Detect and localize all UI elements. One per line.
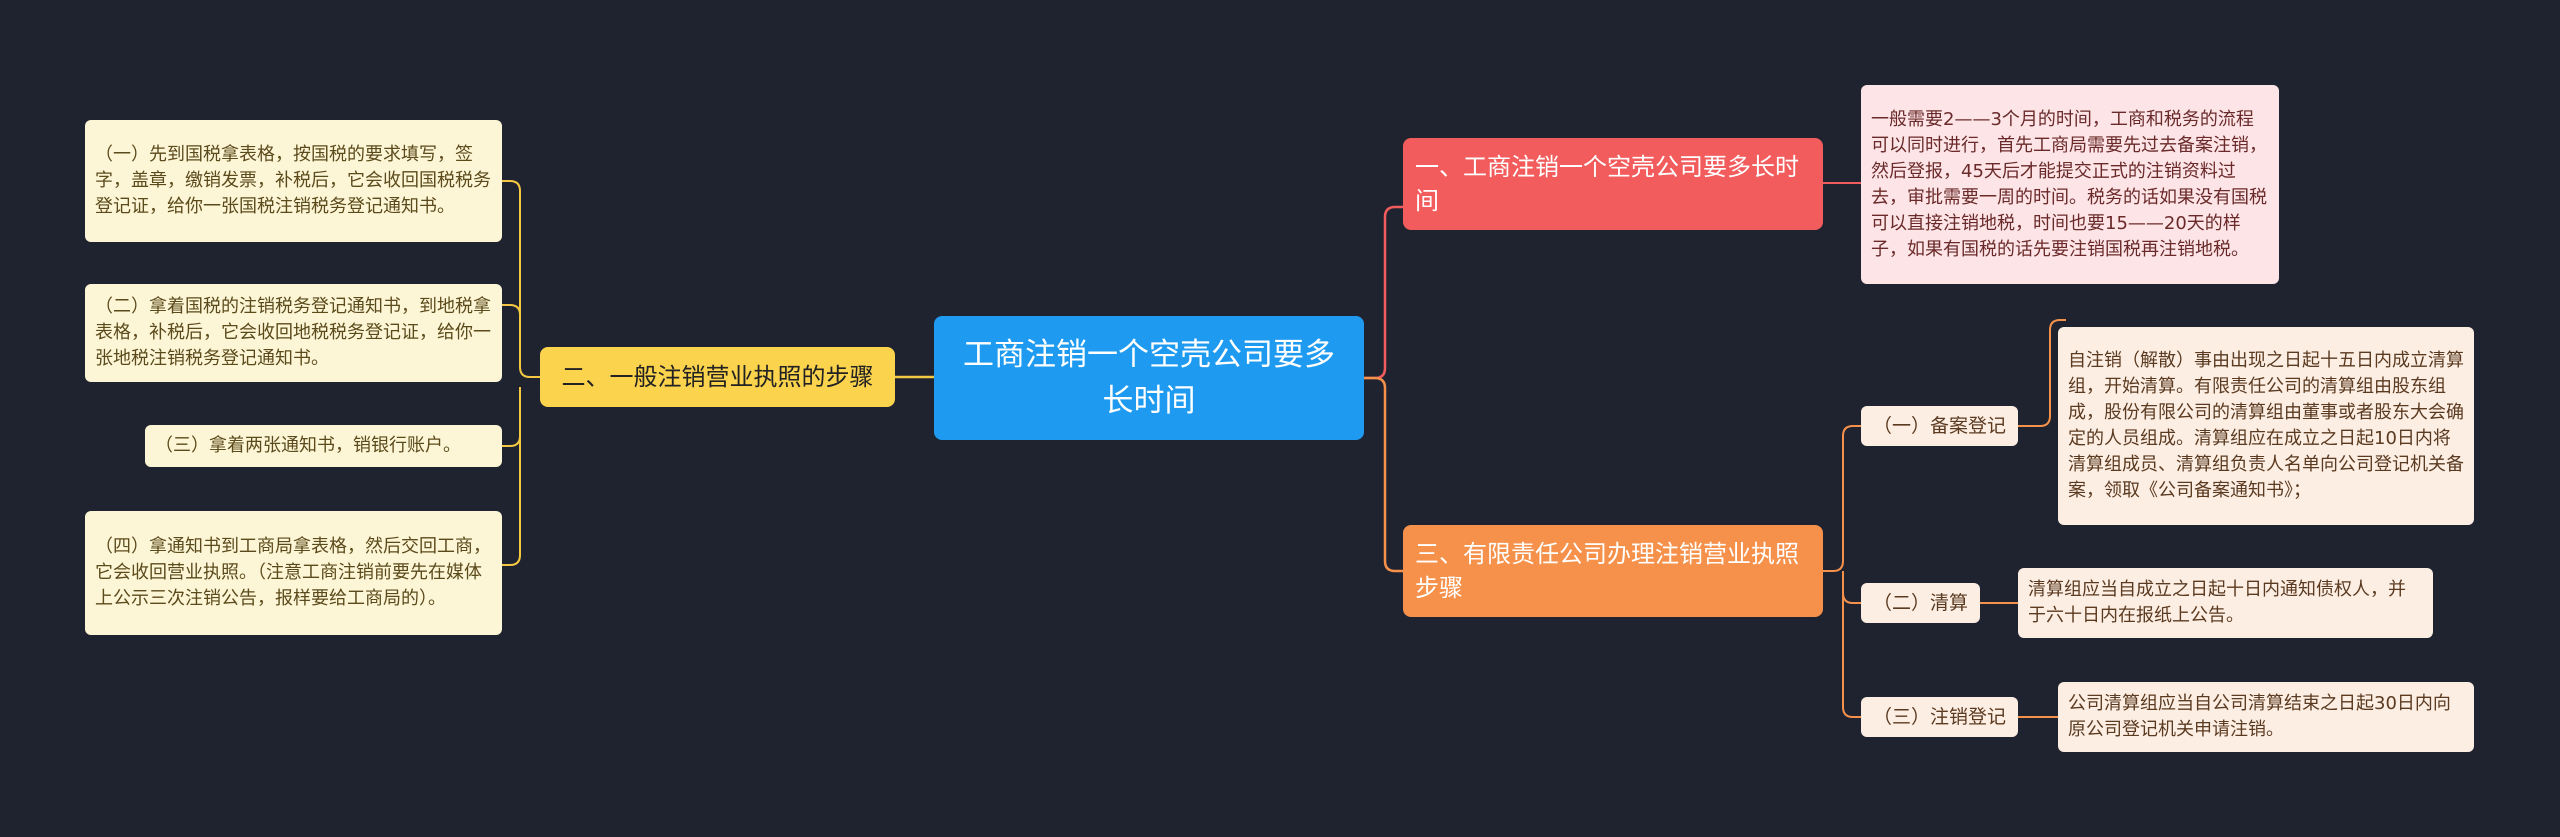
branch-3-sub-2-label: （二）清算 <box>1872 592 1968 614</box>
branch-3-sub-2-detail-text: 清算组应当自成立之日起十日内通知债权人，并于六十日内在报纸上公告。 <box>2028 579 2406 626</box>
branch-3-sub-1[interactable]: （一）备案登记 <box>1861 406 2018 446</box>
link-root-b3 <box>1364 376 1403 573</box>
branch-1-detail[interactable]: 一般需要2——3个月的时间，工商和税务的流程可以同时进行，首先工商局需要先过去备… <box>1861 85 2279 284</box>
branch-2-step-2[interactable]: （二）拿着国税的注销税务登记通知书，到地税拿表格，补税后，它会收回地税税务登记证… <box>85 284 502 382</box>
branch-3-sub-3-detail[interactable]: 公司清算组应当自公司清算结束之日起30日内向原公司登记机关申请注销。 <box>2058 682 2474 752</box>
branch-2-step-3-text: （三）拿着两张通知书，销银行账户。 <box>155 435 461 456</box>
branch-1-detail-text: 一般需要2——3个月的时间，工商和税务的流程可以同时进行，首先工商局需要先过去备… <box>1871 108 2267 260</box>
branch-3-sub-3-label: （三）注销登记 <box>1872 706 2006 728</box>
branch-2-step-1[interactable]: （一）先到国税拿表格，按国税的要求填写，签字，盖章，缴销发票，补税后，它会收回国… <box>85 120 502 242</box>
branch-2[interactable]: 二、一般注销营业执照的步骤 <box>540 347 895 407</box>
branch-1-text: 一、工商注销一个空壳公司要多长时间 <box>1415 153 1799 215</box>
root-topic[interactable]: 工商注销一个空壳公司要多长时间 <box>934 316 1364 440</box>
branch-2-step-3[interactable]: （三）拿着两张通知书，销银行账户。 <box>145 425 502 467</box>
branch-2-step-2-text: （二）拿着国税的注销税务登记通知书，到地税拿表格，补税后，它会收回地税税务登记证… <box>95 296 491 369</box>
branch-1[interactable]: 一、工商注销一个空壳公司要多长时间 <box>1403 138 1823 230</box>
link-b2-steps <box>502 180 540 566</box>
link-sub1-detail <box>2018 319 2066 427</box>
link-root-b1 <box>1364 205 1403 380</box>
branch-3-sub-1-detail[interactable]: 自注销（解散）事由出现之日起十五日内成立清算组，开始清算。有限责任公司的清算组由… <box>2058 327 2474 525</box>
branch-3-sub-1-label: （一）备案登记 <box>1872 415 2006 437</box>
branch-2-text: 二、一般注销营业执照的步骤 <box>561 363 874 391</box>
branch-3-text: 三、有限责任公司办理注销营业执照步骤 <box>1415 540 1799 602</box>
branch-3[interactable]: 三、有限责任公司办理注销营业执照步骤 <box>1403 525 1823 617</box>
link-b3-subs <box>1823 425 1861 718</box>
branch-3-sub-1-detail-text: 自注销（解散）事由出现之日起十五日内成立清算组，开始清算。有限责任公司的清算组由… <box>2068 350 2464 501</box>
branch-2-step-1-text: （一）先到国税拿表格，按国税的要求填写，签字，盖章，缴销发票，补税后，它会收回国… <box>95 144 491 217</box>
root-topic-text: 工商注销一个空壳公司要多长时间 <box>963 337 1335 419</box>
branch-2-step-4-text: （四）拿通知书到工商局拿表格，然后交回工商，它会收回营业执照。（注意工商注销前要… <box>95 536 491 609</box>
branch-3-sub-2[interactable]: （二）清算 <box>1861 583 1980 623</box>
branch-3-sub-3[interactable]: （三）注销登记 <box>1861 697 2018 737</box>
branch-3-sub-2-detail[interactable]: 清算组应当自成立之日起十日内通知债权人，并于六十日内在报纸上公告。 <box>2018 568 2433 638</box>
branch-3-sub-3-detail-text: 公司清算组应当自公司清算结束之日起30日内向原公司登记机关申请注销。 <box>2068 693 2451 740</box>
branch-2-step-4[interactable]: （四）拿通知书到工商局拿表格，然后交回工商，它会收回营业执照。（注意工商注销前要… <box>85 511 502 635</box>
